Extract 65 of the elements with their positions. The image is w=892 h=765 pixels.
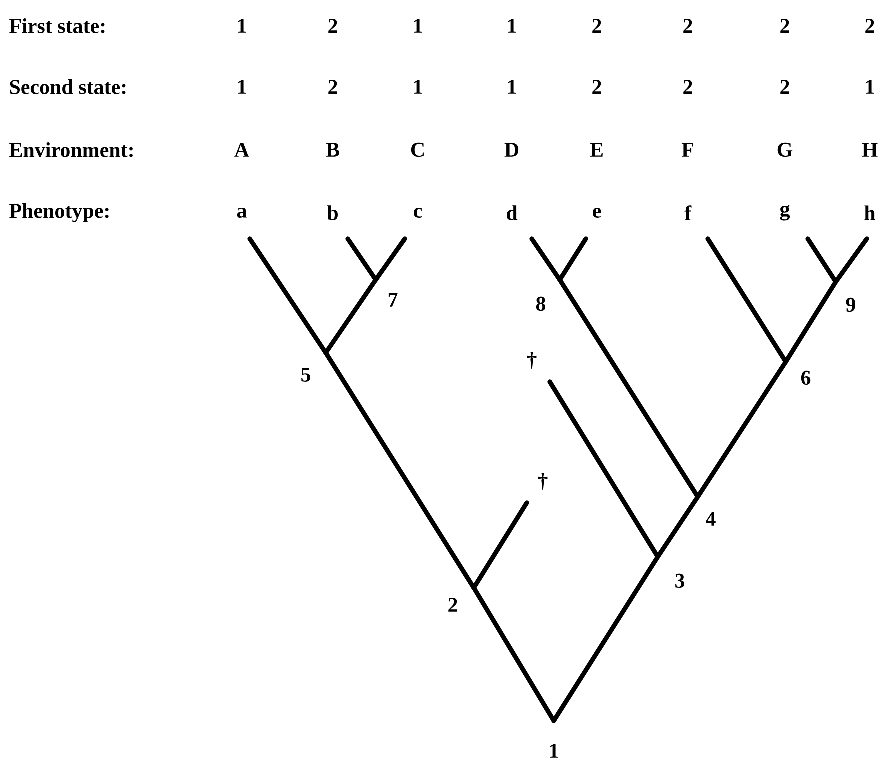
branch-number: 1 xyxy=(550,744,558,758)
tip-label: d xyxy=(507,206,518,220)
branch-line xyxy=(346,236,378,282)
branch-number: 9 xyxy=(846,298,856,312)
row-heading: Phenotype: xyxy=(10,203,109,223)
branch-line xyxy=(784,280,838,364)
branch-number: 2 xyxy=(448,598,458,612)
branch-line xyxy=(706,236,788,364)
branch-line xyxy=(324,278,378,356)
branch-line xyxy=(472,500,530,590)
state-value: 1 xyxy=(238,80,246,94)
environment-letter: D xyxy=(504,143,519,157)
tip-label: c xyxy=(414,208,422,218)
branch-line xyxy=(558,278,700,500)
state-value: 2 xyxy=(780,19,790,33)
branch-line xyxy=(374,236,408,282)
branch-line xyxy=(696,360,788,500)
branch-number: 6 xyxy=(801,370,811,386)
branch-line xyxy=(834,236,870,284)
environment-letter: C xyxy=(411,142,424,158)
state-value: 1 xyxy=(508,80,516,94)
state-value: 2 xyxy=(328,19,338,33)
environment-letter: F xyxy=(682,143,694,157)
state-value: 1 xyxy=(866,80,874,94)
branch-line xyxy=(656,494,700,560)
state-value: 2 xyxy=(780,80,790,94)
row-heading: Environment: xyxy=(10,142,133,158)
state-value: 1 xyxy=(508,19,516,33)
tip-label: a xyxy=(237,208,247,218)
state-value: 2 xyxy=(866,19,874,33)
branch-line xyxy=(548,380,660,560)
environment-letter: H xyxy=(862,143,878,157)
extinction-dagger: † xyxy=(527,352,537,370)
state-value: 1 xyxy=(238,19,246,33)
state-value: 2 xyxy=(684,19,692,33)
state-value: 2 xyxy=(592,80,602,94)
branch-line xyxy=(552,554,660,724)
branch-line xyxy=(248,236,328,356)
branch-line xyxy=(472,586,556,724)
state-value: 2 xyxy=(328,80,338,94)
row-heading: Second state: xyxy=(10,80,126,94)
environment-letter: B xyxy=(326,143,340,157)
state-value: 1 xyxy=(414,80,422,94)
tip-label: b xyxy=(327,206,338,220)
branch-number: 3 xyxy=(676,574,685,588)
tip-label: f xyxy=(684,206,692,220)
environment-letter: E xyxy=(590,143,603,157)
extinction-dagger: † xyxy=(538,473,548,490)
branch-number: 7 xyxy=(388,293,398,307)
branch-line xyxy=(558,236,588,282)
branch-line xyxy=(530,236,562,282)
branch-number: 8 xyxy=(536,296,546,312)
branch-line xyxy=(806,236,838,284)
branch-number: 5 xyxy=(302,368,310,382)
tip-label: h xyxy=(864,206,876,220)
row-heading: First state: xyxy=(10,18,105,34)
environment-letter: A xyxy=(234,143,250,157)
branch-number: 4 xyxy=(706,512,716,526)
branch-line xyxy=(324,350,476,590)
tip-label: e xyxy=(593,208,602,218)
state-value: 1 xyxy=(414,19,422,33)
environment-letter: G xyxy=(778,142,793,158)
state-value: 2 xyxy=(684,80,692,94)
state-value: 2 xyxy=(592,19,602,33)
tip-label: g xyxy=(780,205,790,221)
